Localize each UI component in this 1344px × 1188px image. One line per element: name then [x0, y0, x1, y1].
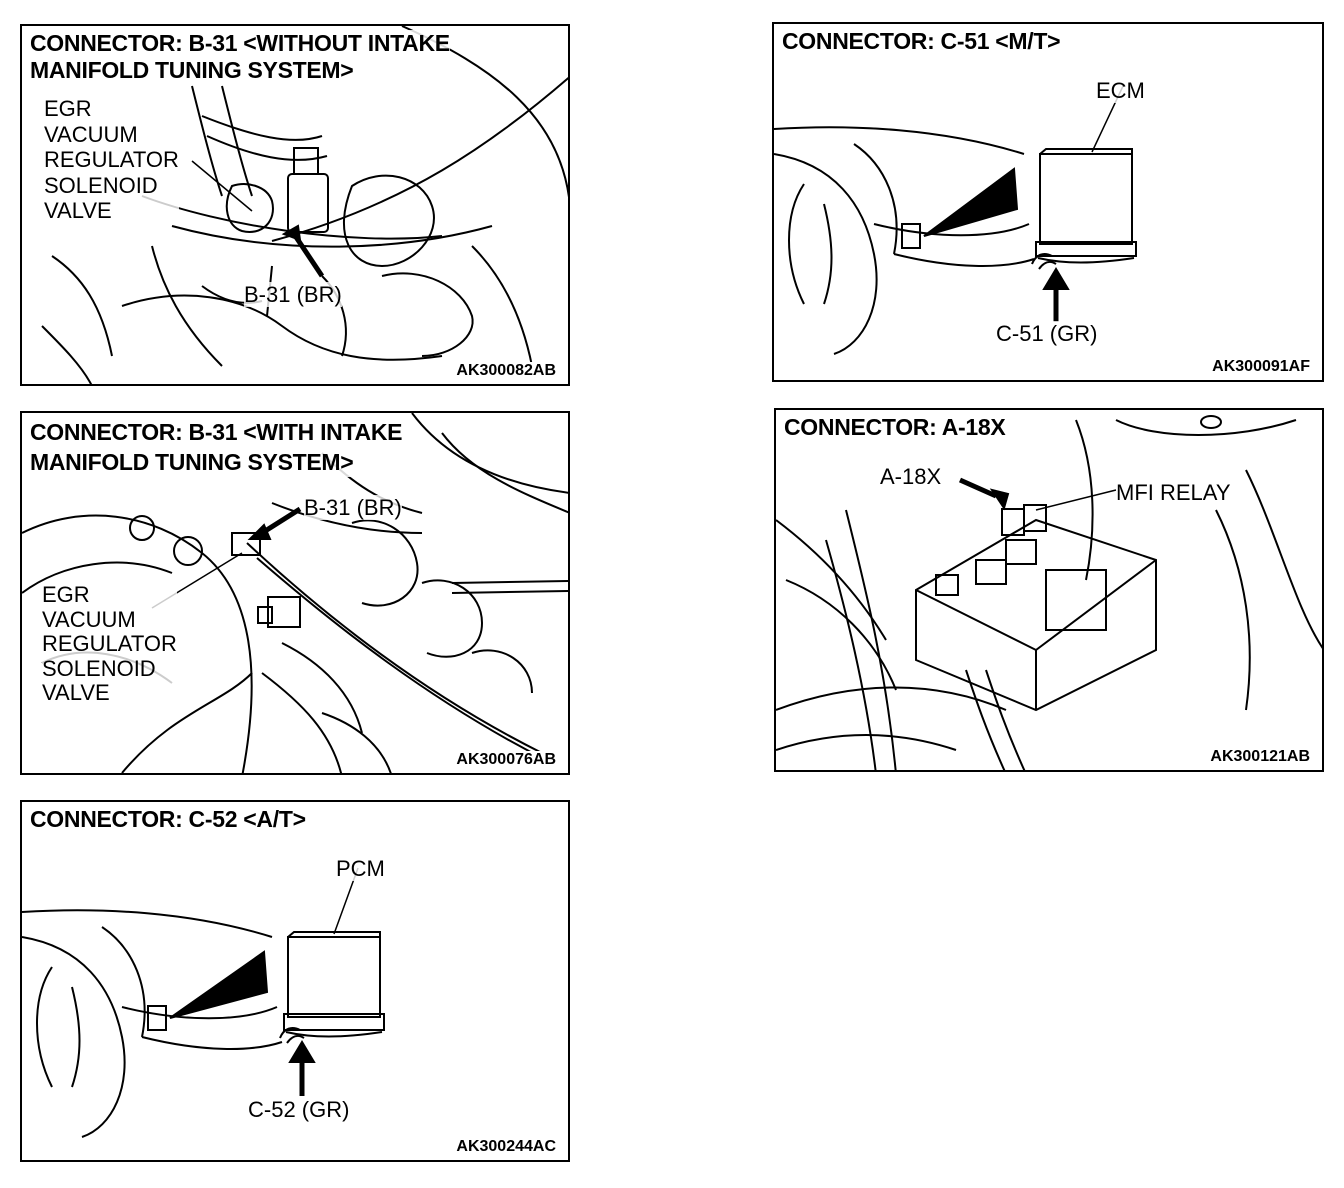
panel-title: CONNECTOR: B-31 <WITH INTAKE MANIFOLD TU…	[30, 417, 403, 477]
panel-b31-with-imts: CONNECTOR: B-31 <WITH INTAKE MANIFOLD TU…	[20, 411, 570, 775]
connector-label: C-51 (GR)	[996, 321, 1098, 346]
dashboard-illustration	[22, 867, 385, 1138]
figure-code: AK300121AB	[1208, 748, 1312, 766]
panel-title: CONNECTOR: A-18X	[784, 414, 1006, 441]
engine-illustration	[22, 413, 568, 773]
relay-label: MFI RELAY	[1116, 480, 1231, 505]
figure-code: AK300082AB	[454, 362, 558, 380]
module-label: PCM	[336, 856, 385, 881]
connector-label: B-31 (BR)	[304, 495, 402, 520]
connector-label: B-31 (BR)	[244, 282, 342, 307]
panel-b31-without-imts: CONNECTOR: B-31 <WITHOUT INTAKE MANIFOLD…	[20, 24, 570, 386]
component-label: EGR VACUUM REGULATOR SOLENOID VALVE	[44, 96, 179, 224]
panel-title: CONNECTOR: C-52 <A/T>	[30, 806, 306, 833]
connector-label: C-52 (GR)	[248, 1097, 350, 1122]
figure-code: AK300244AC	[454, 1138, 558, 1156]
module-label: ECM	[1096, 78, 1145, 103]
panel-a18x: CONNECTOR: A-18X A-18X MFI RELAY AK30012…	[774, 408, 1324, 772]
connector-label: A-18X	[880, 464, 942, 489]
panel-c51-mt: CONNECTOR: C-51 <M/T> ECM C-51 (GR) AK30…	[772, 22, 1324, 382]
figure-code: AK300091AF	[1210, 358, 1312, 376]
panel-title: CONNECTOR: B-31 <WITHOUT INTAKE MANIFOLD…	[30, 30, 450, 84]
component-label: EGR VACUUM REGULATOR SOLENOID VALVE	[42, 582, 177, 706]
dashboard-illustration	[774, 83, 1137, 355]
panel-c52-at: CONNECTOR: C-52 <A/T> PCM C-52 (GR) AK30…	[20, 800, 570, 1162]
engine-bay-illustration	[776, 415, 1322, 770]
figure-code: AK300076AB	[454, 751, 558, 769]
panel-title: CONNECTOR: C-51 <M/T>	[782, 28, 1061, 55]
